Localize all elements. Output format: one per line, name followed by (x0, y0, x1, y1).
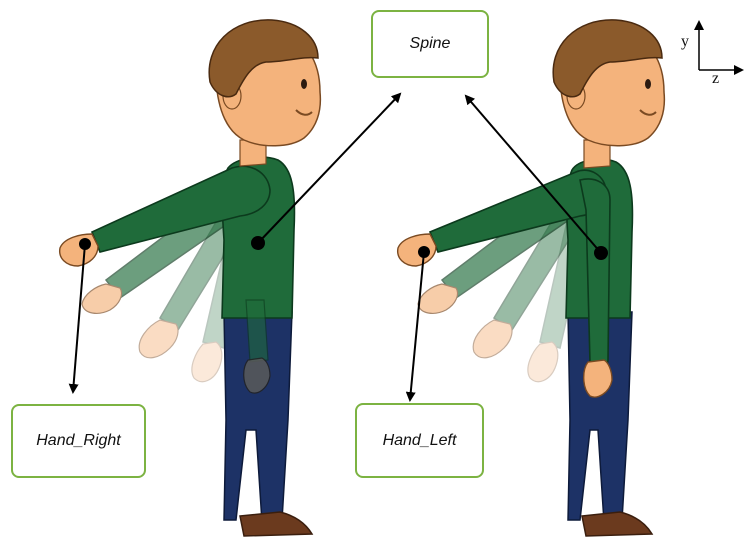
arrow-hand-left (410, 252, 424, 400)
label-spine: Spine (371, 10, 489, 78)
axis-z-label: z (712, 70, 719, 88)
axis-y-label: y (681, 33, 689, 51)
raised-hand-left (60, 234, 98, 266)
label-hand-right: Hand_Right (11, 404, 146, 478)
shoe-right (582, 512, 652, 536)
label-spine-text: Spine (410, 35, 451, 53)
label-hand-left: Hand_Left (355, 403, 484, 478)
shoe-left (240, 512, 312, 536)
raised-hand-right (398, 234, 436, 266)
axes-indicator (699, 22, 742, 70)
label-hand-left-text: Hand_Left (383, 432, 457, 450)
label-hand-right-text: Hand_Right (36, 432, 121, 450)
